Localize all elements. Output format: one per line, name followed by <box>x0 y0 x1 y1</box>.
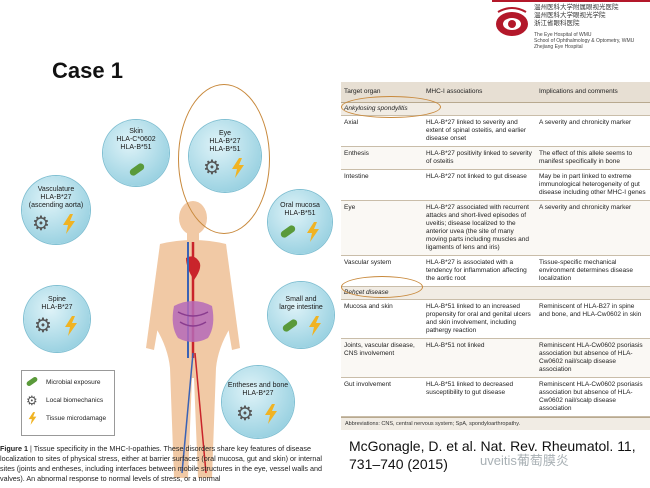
circle-spine: Spine HLA-B*27 ⚙ <box>24 286 90 352</box>
microbe-icon <box>281 318 299 333</box>
cell-mhc-association: HLA-B*27 linked to severity and extent o… <box>423 115 536 147</box>
gear-icon: ⚙ <box>34 315 52 337</box>
behcet-highlight-ellipse <box>341 276 423 298</box>
cell-implication: Tissue-specific mechanical environment d… <box>536 255 650 287</box>
header-implications: Implications and comments <box>536 82 650 103</box>
cell-mhc-association: HLA-B*27 not linked to gut disease <box>423 169 536 201</box>
lightning-icon <box>63 214 75 234</box>
cell-target-organ: Mucosa and skin <box>341 299 423 339</box>
cell-implication: Reminiscent HLA-Cw0602 psoriasis associa… <box>536 377 650 417</box>
cell-mhc-association: HLA-B*51 linked to an increased propensi… <box>423 299 536 339</box>
cell-implication: May be in part linked to extreme immunol… <box>536 169 650 201</box>
cell-mhc-association: HLA-B*27 positivity linked to severity o… <box>423 146 536 170</box>
circle-skin: Skin HLA-C*0602 HLA-B*51 <box>103 120 169 186</box>
gear-icon: ⚙ <box>26 393 38 408</box>
lightning-icon <box>28 412 37 425</box>
circle-vasculature-label: Vasculature HLA-B*27 (ascending aorta) <box>28 186 84 209</box>
logo-chinese-text: 温州医科大学附属眼视光医院 温州医科大学眼视光学院 浙江省眼科医院 <box>534 4 619 27</box>
cell-implication: The effect of this allele seems to manif… <box>536 146 650 170</box>
lightning-icon <box>307 222 319 242</box>
gear-icon: ⚙ <box>32 213 50 235</box>
cell-target-organ: Axial <box>341 115 423 147</box>
legend-label: Local biomechanics <box>46 397 104 404</box>
lightning-icon <box>65 316 77 336</box>
hospital-emblem-icon <box>496 7 528 36</box>
figure-legend: Microbial exposure ⚙ Local biomechanics … <box>21 370 115 436</box>
caption-text: | Tissue specificity in the MHC-I-opathi… <box>0 444 323 483</box>
cell-target-organ: Intestine <box>341 169 423 201</box>
figure-caption: Figure 1 | Tissue specificity in the MHC… <box>0 444 335 484</box>
circle-intestine-label: Small and large intestine <box>279 296 323 311</box>
lightning-icon <box>265 404 277 424</box>
gear-icon: ⚙ <box>236 403 254 425</box>
legend-label: Microbial exposure <box>46 379 101 386</box>
mhc-figure: Skin HLA-C*0602 HLA-B*51 Eye HLA-B*27 HL… <box>0 80 340 487</box>
ankylosing-highlight-ellipse <box>341 96 441 118</box>
caption-label: Figure 1 <box>0 444 28 453</box>
circle-vasculature: Vasculature HLA-B*27 (ascending aorta) ⚙ <box>22 176 90 244</box>
slide-title: Case 1 <box>52 58 123 83</box>
watermark: uveitis葡萄膜炎 <box>480 453 569 468</box>
table-abbreviations: Abbreviations: CNS, central nervous syst… <box>341 417 650 430</box>
cell-target-organ: Joints, vascular disease, CNS involvemen… <box>341 338 423 378</box>
circle-skin-label: Skin HLA-C*0602 HLA-B*51 <box>116 128 156 151</box>
logo-band <box>492 0 650 2</box>
table-row: Joints, vascular disease, CNS involvemen… <box>341 338 650 378</box>
microbe-icon <box>128 162 146 177</box>
hospital-logo: 温州医科大学附属眼视光医院 温州医科大学眼视光学院 浙江省眼科医院 The Ey… <box>492 0 650 62</box>
circle-oral-mucosa-label: Oral mucosa HLA-B*51 <box>280 202 320 217</box>
circle-entheses-label: Entheses and bone HLA-B*27 <box>227 382 289 397</box>
cell-implication: Reminiscent HLA-Cw0602 psoriasis associa… <box>536 338 650 378</box>
cell-target-organ: Enthesis <box>341 146 423 170</box>
cell-target-organ: Gut involvement <box>341 377 423 417</box>
cell-mhc-association: HLA-B*51 not linked <box>423 338 536 378</box>
header-mhc-associations: MHC-I associations <box>423 82 536 103</box>
logo-english-text: The Eye Hospital of WMU School of Ophtha… <box>534 32 635 50</box>
cell-implication: Reminiscent of HLA-B27 in spine and bone… <box>536 299 650 339</box>
cell-implication: A severity and chronicity marker <box>536 200 650 256</box>
citation: McGonagle, D. et al. Nat. Rev. Rheumatol… <box>349 438 636 472</box>
legend-label: Tissue microdamage <box>46 415 107 422</box>
circle-entheses: Entheses and bone HLA-B*27 ⚙ <box>222 366 294 438</box>
circle-intestine: Small and large intestine <box>268 282 334 348</box>
cell-mhc-association: HLA-B*27 associated with recurrent attac… <box>423 200 536 256</box>
eye-highlight-ellipse <box>178 84 270 234</box>
microbe-icon <box>279 224 297 239</box>
human-body-illustration <box>146 201 240 478</box>
lightning-icon <box>309 316 321 336</box>
cell-mhc-association: HLA-B*51 linked to decreased susceptibil… <box>423 377 536 417</box>
cell-mhc-association: HLA-B*27 is associated with a tendency f… <box>423 255 536 287</box>
cell-implication: A severity and chronicity marker <box>536 115 650 147</box>
associations-table: Target organ MHC-I associations Implicat… <box>341 82 650 417</box>
circle-oral-mucosa: Oral mucosa HLA-B*51 <box>268 190 332 254</box>
circle-spine-label: Spine HLA-B*27 <box>41 296 73 311</box>
microbe-icon <box>25 376 39 387</box>
cell-target-organ: Eye <box>341 200 423 256</box>
mhc-table: Target organ MHC-I associations Implicat… <box>341 82 650 430</box>
